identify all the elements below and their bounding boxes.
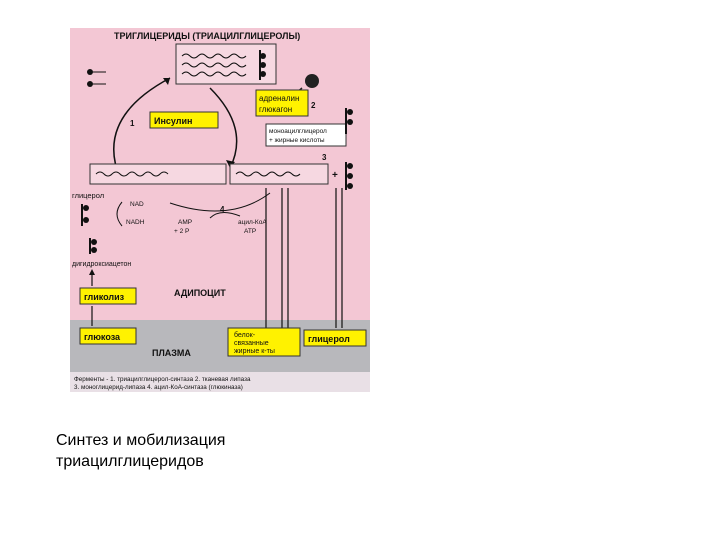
enzyme-number-3: 3 xyxy=(322,153,327,162)
fatty-acid-chain-2 xyxy=(181,62,247,68)
monoacylglycerol-box xyxy=(229,163,329,185)
ppi-label: + 2 P xyxy=(174,228,189,235)
monoacyl-box xyxy=(265,123,347,147)
dhap-label: дигидроксиацетон xyxy=(72,261,131,268)
svg-text:+: + xyxy=(332,170,338,181)
albumin-fa-box xyxy=(227,327,301,357)
legend-background xyxy=(70,372,370,392)
glucose-label: глюкоза xyxy=(84,332,121,342)
enzyme-number-4: 4 xyxy=(220,205,225,214)
nadh-label: NADH xyxy=(126,219,145,226)
acyl-coa-label: ацил-КоА xyxy=(238,219,267,226)
plasma-label: ПЛАЗМА xyxy=(152,348,191,358)
monoacyl-line-1: моноацилглицерол xyxy=(269,128,327,135)
enzyme-number-2: 2 xyxy=(311,101,316,110)
amp-label: AMP xyxy=(178,219,192,226)
enzyme-number-1: 1 xyxy=(130,119,135,128)
insulin-label: Инсулин xyxy=(154,116,192,126)
atp-label: ATP xyxy=(244,228,256,235)
fatty-acid-chain-1 xyxy=(181,53,247,59)
monoacyl-line-2: + жирные кислоты xyxy=(269,137,325,144)
glycolysis-label: гликолиз xyxy=(84,292,125,302)
diagram-svg: ТРИГЛИЦЕРИДЫ (ТРИАЦИЛГЛИЦЕРОЛЫ) адренали… xyxy=(70,28,370,392)
nad-label: NAD xyxy=(130,201,144,208)
plasma-glycerol-label: глицерол xyxy=(308,334,350,344)
acyl-coa-box xyxy=(89,163,227,185)
receptor-icon xyxy=(305,74,319,88)
insulin-box xyxy=(149,111,219,129)
lipolysis-arrow xyxy=(209,87,238,169)
albumin-line-1: белок- xyxy=(234,331,256,339)
slide-caption: Синтез и мобилизация триацилглицеридов xyxy=(56,430,356,472)
albumin-line-2: связанные xyxy=(234,340,269,347)
glucose-box xyxy=(79,327,137,345)
hormone-glucagon: глюкагон xyxy=(259,105,292,114)
enzymes-legend-line-1: Ферменты - 1. триацилглицерол-синтаза 2.… xyxy=(74,376,251,383)
albumin-line-3: жирные к-ты xyxy=(234,348,275,355)
adipocyte-label: АДИПОЦИТ xyxy=(174,288,226,298)
caption-line-1: Синтез и мобилизация xyxy=(56,432,226,449)
fatty-acid-chain-3 xyxy=(181,71,247,77)
plasma-glycerol-box xyxy=(303,329,367,347)
figure-title: ТРИГЛИЦЕРИДЫ (ТРИАЦИЛГЛИЦЕРОЛЫ) xyxy=(114,31,300,41)
triglyceride-metabolism-diagram: ТРИГЛИЦЕРИДЫ (ТРИАЦИЛГЛИЦЕРОЛЫ) адренали… xyxy=(70,28,370,392)
glycerol3p-label: глицерол xyxy=(72,191,104,200)
enzymes-legend-line-2: 3. моноглицерид-липаза 4. ацил-КоА-синта… xyxy=(74,384,243,391)
hormone-adrenaline: адреналин xyxy=(259,94,299,103)
caption-line-2: триацилглицеридов xyxy=(56,453,204,470)
glycolysis-box xyxy=(79,287,137,305)
hormones-box xyxy=(255,89,309,117)
